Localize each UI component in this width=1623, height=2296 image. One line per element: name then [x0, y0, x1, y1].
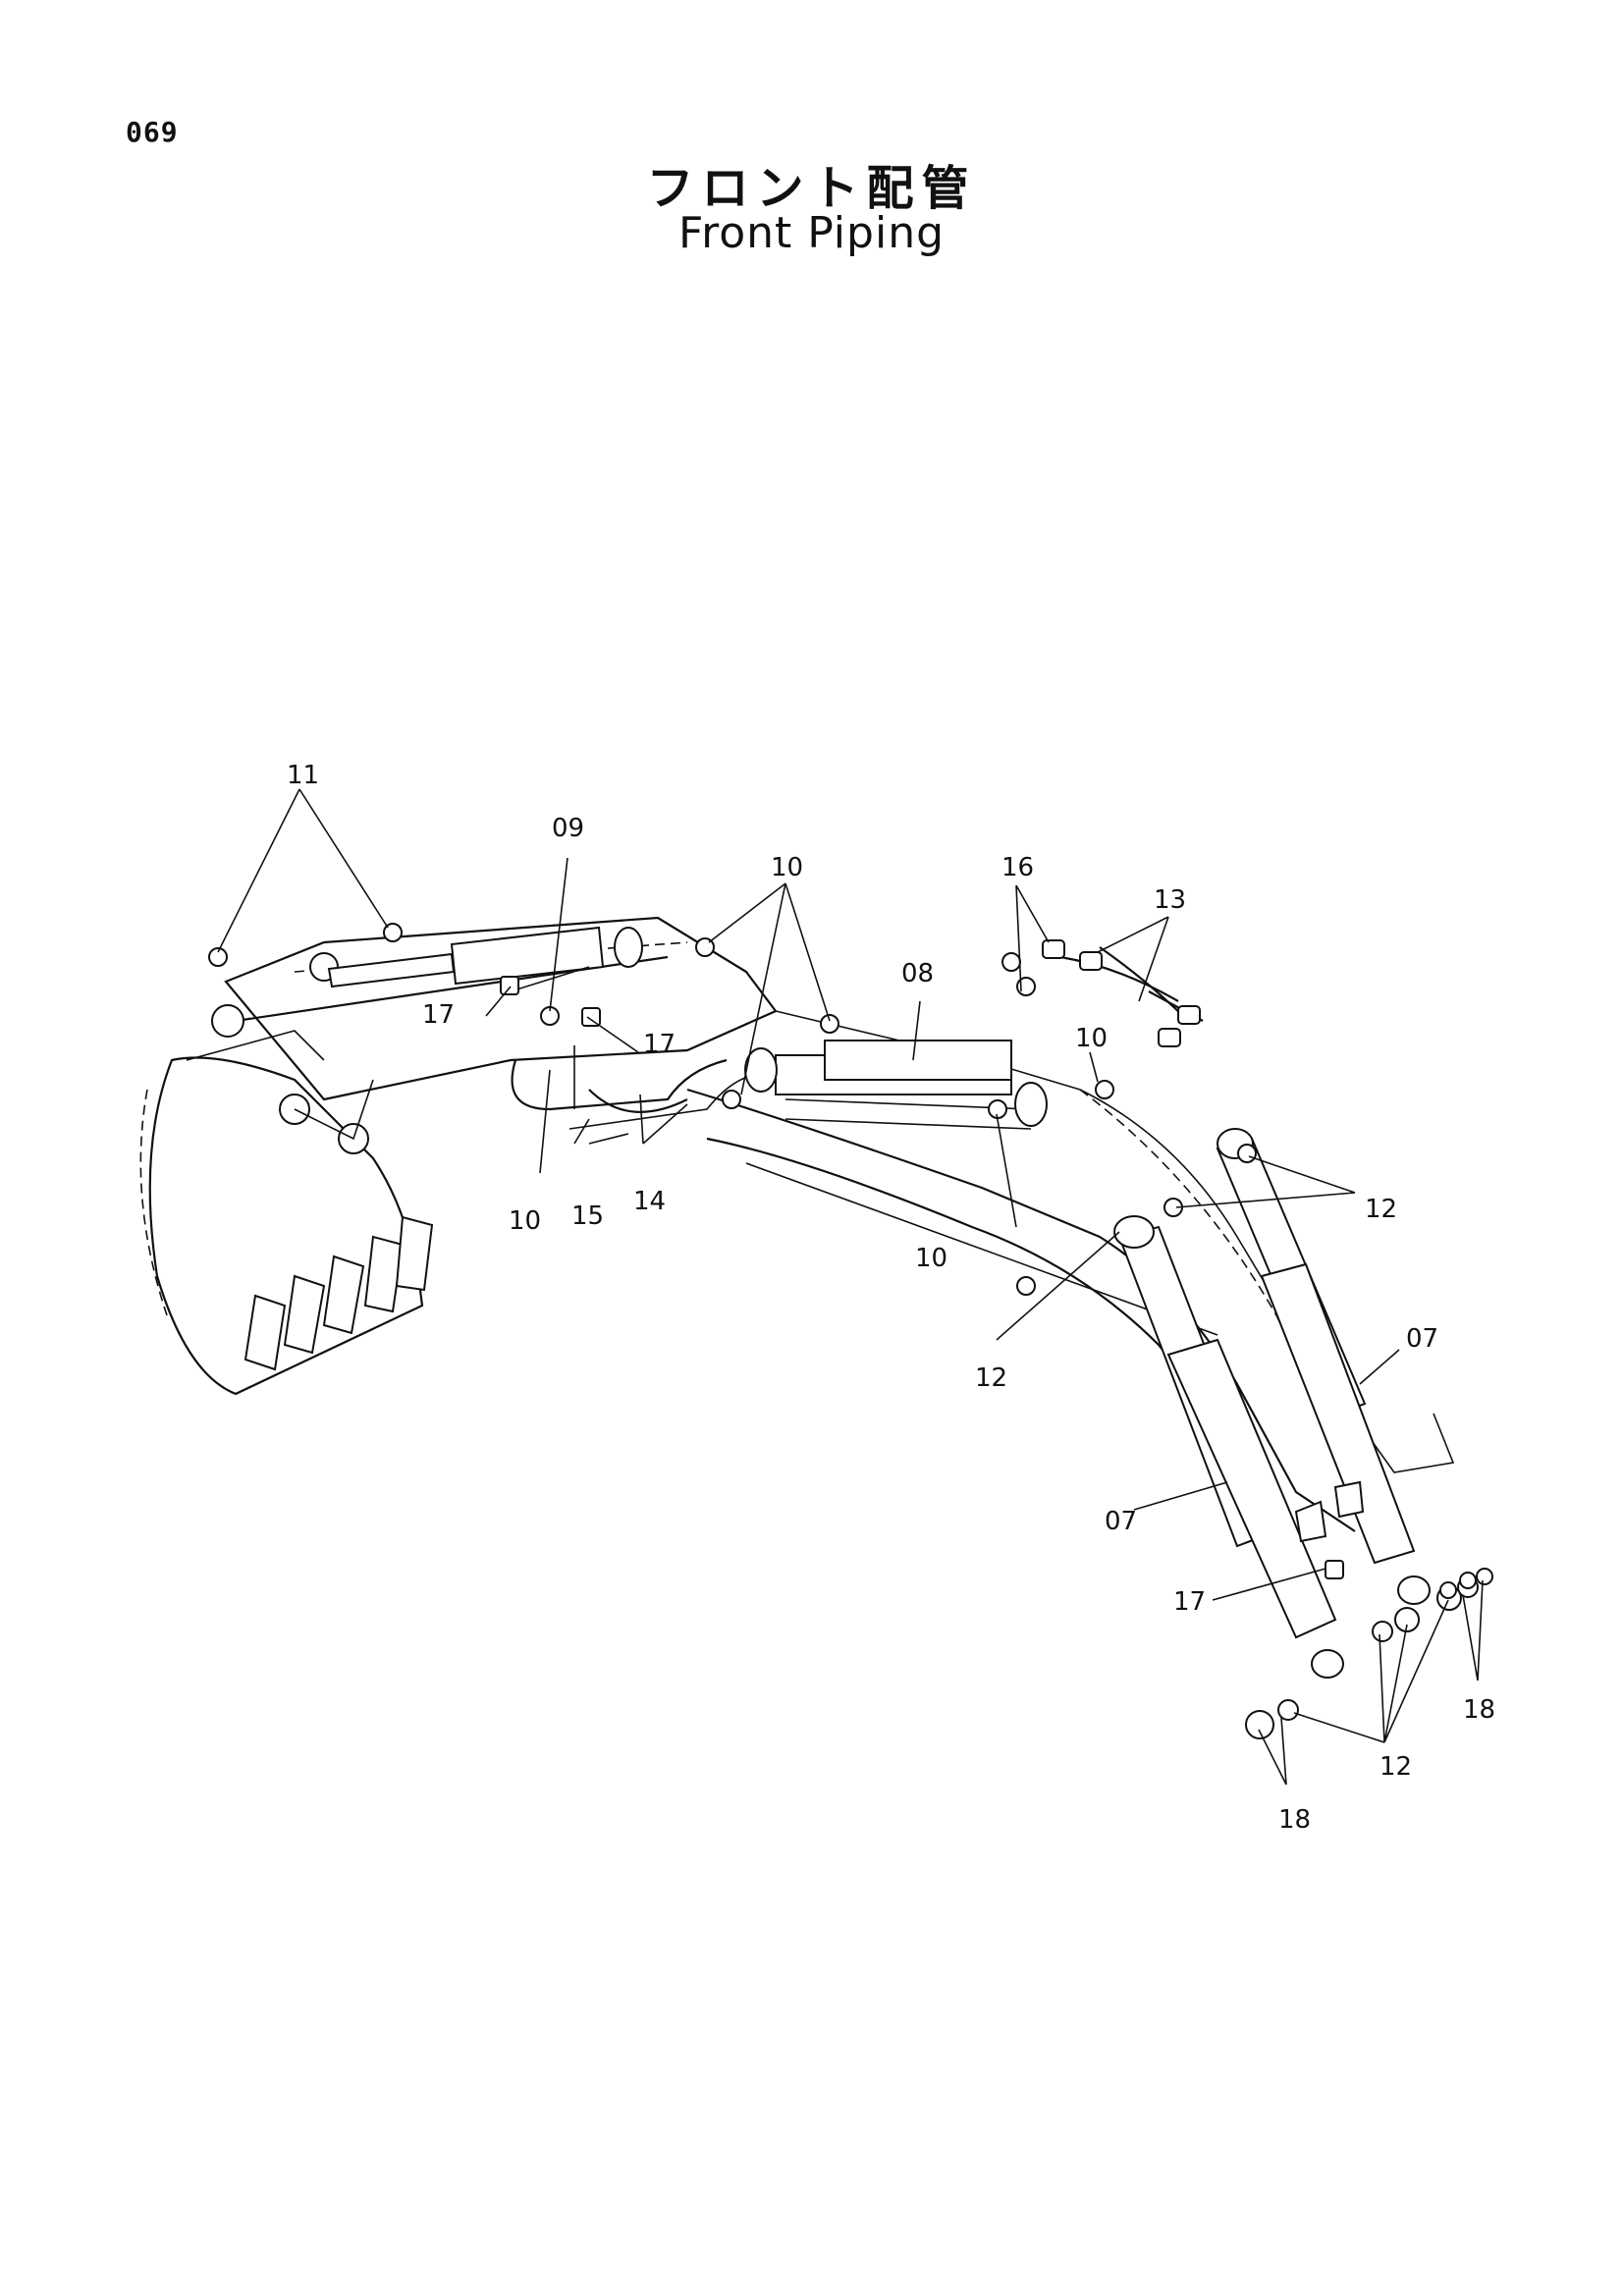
bucket	[139, 1030, 434, 1396]
callout-07-lower: 07	[1105, 1507, 1137, 1536]
callout-07-upper: 07	[1406, 1324, 1438, 1354]
callout-12-bottom: 12	[1380, 1752, 1412, 1782]
callout-18-right: 18	[1463, 1695, 1495, 1725]
callout-09: 09	[552, 814, 584, 843]
callout-17-lower: 17	[1173, 1587, 1206, 1617]
page-title-japanese: フロント配管	[646, 161, 977, 216]
boom-hoses	[1042, 939, 1204, 1047]
callout-10: 10	[771, 853, 803, 882]
callout-17-left: 17	[422, 1000, 455, 1030]
callout-12-upper: 12	[1365, 1195, 1397, 1224]
callout-14: 14	[633, 1187, 666, 1216]
boom-cylinders	[1113, 1128, 1431, 1679]
callout-10-lower: 10	[915, 1244, 947, 1273]
callout-17-mid: 17	[643, 1030, 676, 1059]
callout-16: 16	[1001, 853, 1034, 882]
callout-10-right: 10	[1075, 1024, 1108, 1053]
callout-12-middle: 12	[975, 1363, 1007, 1393]
page-number: 069	[126, 116, 179, 148]
fittings	[208, 923, 1493, 1739]
callout-11: 11	[287, 761, 319, 790]
callout-18-bottom: 18	[1278, 1805, 1311, 1835]
callout-10-left: 10	[509, 1206, 541, 1236]
callout-labels: 11 09 10 08 16 13 10 17 17 10 15 14 10 1…	[287, 761, 1495, 1835]
callout-15: 15	[571, 1201, 604, 1231]
leader-lines	[217, 788, 1484, 1786]
page-title: Front Piping	[677, 208, 946, 258]
callout-13: 13	[1154, 885, 1186, 915]
arm-cylinder	[744, 1040, 1048, 1130]
callout-08: 08	[901, 959, 934, 988]
bucket-cylinder	[327, 926, 643, 992]
